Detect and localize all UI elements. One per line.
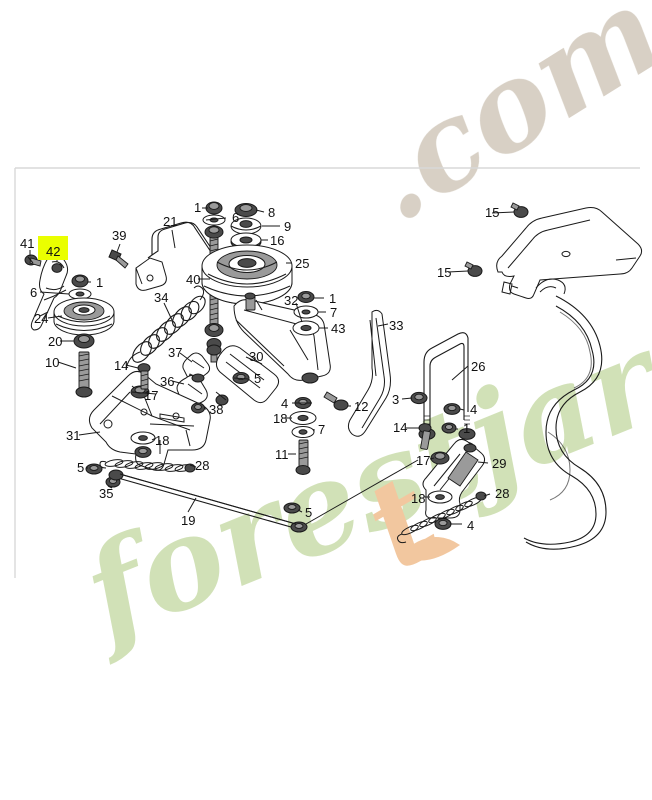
highlight-box-42 [38,236,68,260]
callout-39: 39 [112,228,126,243]
callout-40: 40 [186,272,200,287]
callout-21: 21 [163,214,177,229]
part-9-collar [230,217,262,235]
callout-5b: 5 [77,460,84,475]
callout-15a: 15 [485,205,499,220]
callout-28b: 28 [495,486,509,501]
part-41-bolt [24,254,42,267]
leader-lines [29,207,515,525]
callout-36: 36 [160,374,174,389]
part-4-nut-spring [434,518,452,530]
part-18-washer-mid [289,411,317,425]
callout-11: 11 [275,447,289,462]
part-11-bolt [295,439,311,475]
callout-17b: 17 [416,453,430,468]
part-28-spring-left [99,459,196,473]
callout-17a: 17 [144,388,158,403]
callout-1d: 1 [463,421,470,436]
callout-18a: 18 [273,411,287,426]
callout-12: 12 [354,399,368,414]
callout-29: 29 [492,456,506,471]
callout-38: 38 [209,402,223,417]
callout-32: 32 [284,293,298,308]
part-10-bolt [75,351,93,398]
watermark-group: .com forestjardin t [57,0,652,671]
callout-43: 43 [331,321,345,336]
part-1-nut-arm [206,344,222,356]
part-34-spring [125,285,206,371]
callout-6a: 6 [232,210,239,225]
part-39-bolt [108,249,129,269]
callout-4b: 4 [470,402,477,417]
callout-14a: 14 [114,358,128,373]
part-15-bolt-a [510,202,529,218]
part-6-washer-left [68,288,92,300]
part-32-tensioner-arm [233,292,331,384]
part-1-nut-r [441,422,457,434]
callout-28a: 28 [195,458,209,473]
callout-8: 8 [268,205,275,220]
part-25-pulley [201,244,293,305]
part-5-nut-rod-end [283,502,301,514]
callout-37: 37 [168,345,182,360]
callout-5a: 5 [254,371,261,386]
part-38-bolt [191,402,205,414]
callout-31: 31 [66,428,80,443]
callout-20: 20 [48,334,62,349]
part-28-spring-right [397,491,487,544]
callout-26: 26 [471,359,485,374]
callout-3: 3 [392,392,399,407]
callout-5c: 5 [305,505,312,520]
part-24-pulley [53,297,115,336]
callout-30: 30 [249,349,263,364]
part-31-bracket [88,370,211,471]
callout-7b: 7 [318,422,325,437]
callout-24: 24 [34,311,48,326]
callout-15b: 15 [437,265,451,280]
part-belt [523,295,607,550]
callout-10: 10 [45,355,59,370]
callout-6b: 6 [30,285,37,300]
part-29-bracket-right [422,438,486,519]
callout-25: 25 [295,256,309,271]
part-4-nut-r1 [443,403,461,415]
part-7-washer-b [291,426,315,438]
callout-1b: 1 [96,275,103,290]
callout-42: 42 [46,244,60,259]
callout-18c: 18 [411,491,425,506]
part-14-bolt-right [418,423,432,450]
callout-1a: 1 [194,200,201,215]
callout-41: 41 [20,236,34,251]
part-5-fitting-left [85,463,103,475]
part-20-nut [73,333,95,349]
callout-16: 16 [270,233,284,248]
callout-18b: 18 [155,433,169,448]
callout-33: 33 [389,318,403,333]
callout-labels: 41 42 39 21 1 6 8 9 16 25 15 1 6 24 40 3… [20,200,509,533]
callout-4a: 4 [281,396,288,411]
callout-19: 19 [181,513,195,528]
part-1-nut-left [71,274,89,288]
part-43-washer [292,320,320,336]
part-3-nut [410,391,428,405]
part-15-belt-guard [496,207,643,299]
callout-7a: 7 [330,305,337,320]
callout-34: 34 [154,290,168,305]
callout-4c: 4 [467,518,474,533]
callout-9: 9 [284,219,291,234]
callout-35: 35 [99,486,113,501]
part-1-nut-c [297,291,315,303]
callout-1c: 1 [329,291,336,306]
callout-14b: 14 [393,420,407,435]
watermark-swoosh [400,537,460,561]
part-33-plate [347,309,391,437]
part-15-bolt-b [464,261,483,277]
part-12-bolt [323,391,349,411]
